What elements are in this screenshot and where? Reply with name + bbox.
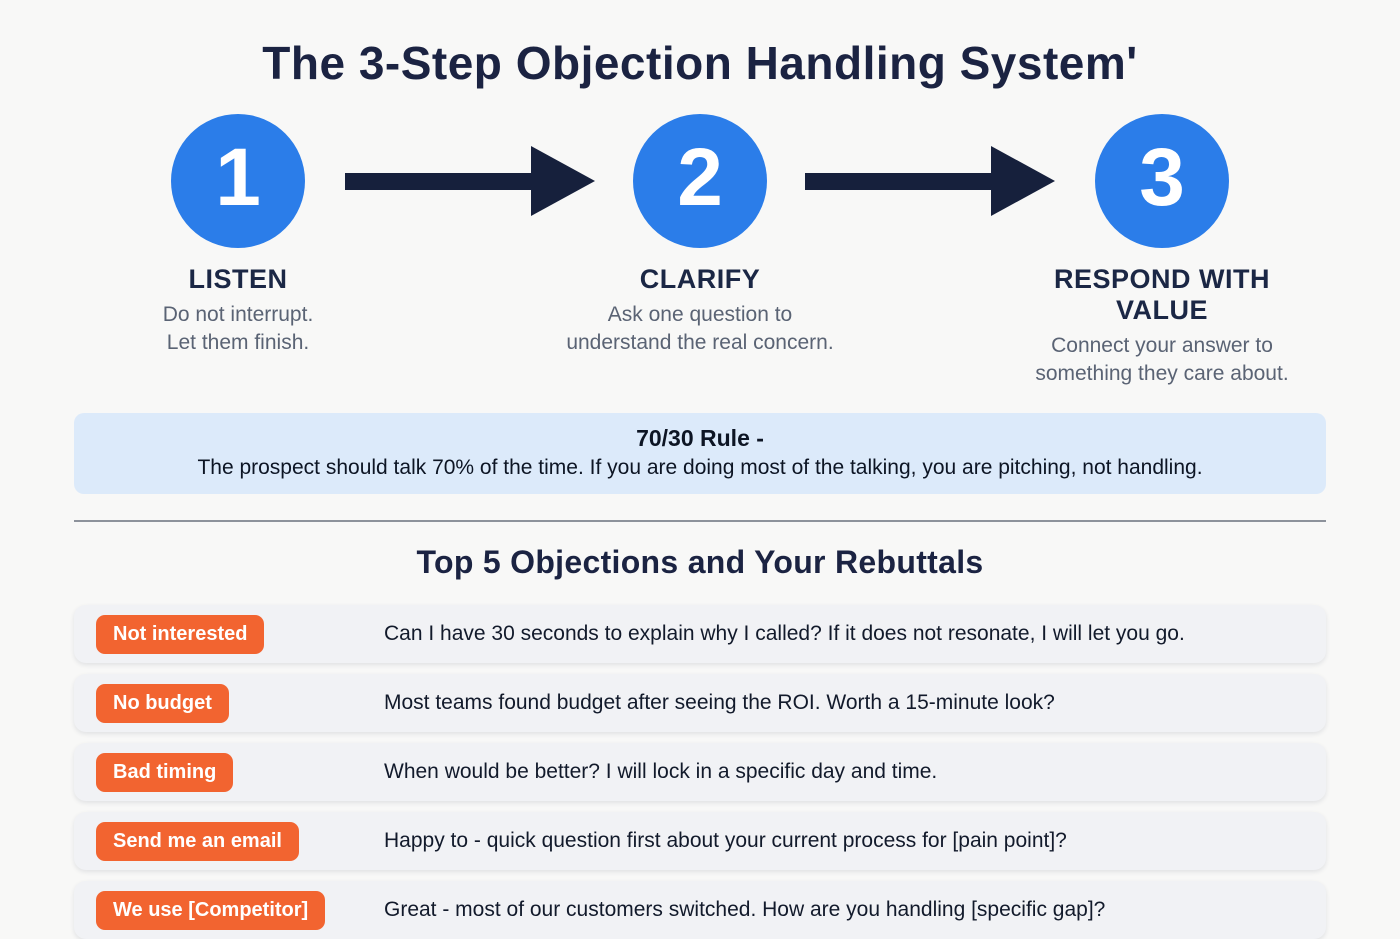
objection-badge-cell: Bad timing (96, 752, 384, 792)
rebuttal-text: Great - most of our customers switched. … (384, 898, 1106, 922)
objection-badge-cell: No budget (96, 683, 384, 723)
rebuttal-text: Happy to - quick question first about yo… (384, 829, 1067, 853)
rebuttal-text: When would be better? I will lock in a s… (384, 760, 938, 784)
objection-badge: Not interested (96, 614, 265, 654)
objection-badge: We use [Competitor] (96, 890, 326, 930)
step-2-circle: 2 (633, 114, 767, 248)
step-3-circle: 3 (1095, 114, 1229, 248)
rule-callout-box: 70/30 Rule - The prospect should talk 70… (74, 413, 1326, 495)
rebuttals-heading: Top 5 Objections and Your Rebuttals (416, 544, 984, 581)
rebuttal-row-competitor: We use [Competitor] Great - most of our … (74, 881, 1326, 939)
step-1-circle: 1 (171, 114, 305, 248)
step-respond: 3 RESPOND WITH VALUE Connect your answer… (1007, 114, 1317, 387)
rebuttal-list: Not interested Can I have 30 seconds to … (74, 605, 1326, 939)
step-listen: 1 LISTEN Do not interrupt. Let them fini… (83, 114, 393, 387)
objection-badge: Send me an email (96, 821, 299, 861)
step-1-label: LISTEN (188, 264, 288, 294)
objection-badge-cell: Not interested (96, 614, 384, 654)
objection-badge-cell: Send me an email (96, 821, 384, 861)
rule-text: The prospect should talk 70% of the time… (197, 456, 1203, 480)
objection-badge: No budget (96, 683, 229, 723)
step-3-description: Connect your answer to something they ca… (1035, 334, 1289, 385)
rebuttal-row-not-interested: Not interested Can I have 30 seconds to … (74, 605, 1326, 664)
rule-title: 70/30 Rule - (636, 425, 764, 452)
arrow-right-icon (805, 146, 1055, 216)
rebuttal-text: Most teams found budget after seeing the… (384, 691, 1055, 715)
step-2-number: 2 (677, 132, 723, 223)
arrow-right-icon (345, 146, 595, 216)
rebuttal-row-no-budget: No budget Most teams found budget after … (74, 674, 1326, 733)
objection-badge-cell: We use [Competitor] (96, 890, 384, 930)
rebuttal-row-send-email: Send me an email Happy to - quick questi… (74, 812, 1326, 871)
step-1-description: Do not interrupt. Let them finish. (162, 303, 314, 354)
rebuttal-row-bad-timing: Bad timing When would be better? I will … (74, 743, 1326, 802)
step-clarify: 2 CLARIFY Ask one question to understand… (545, 114, 855, 387)
step-3-number: 3 (1139, 132, 1185, 223)
step-3-label: RESPOND WITH VALUE (1053, 264, 1270, 325)
section-divider (74, 520, 1326, 523)
step-2-label: CLARIFY (639, 264, 761, 294)
objection-badge: Bad timing (96, 752, 234, 792)
step-2-description: Ask one question to understand the real … (566, 303, 834, 354)
step-1-number: 1 (215, 132, 261, 223)
rebuttal-text: Can I have 30 seconds to explain why I c… (384, 622, 1185, 646)
page-title: The 3-Step Objection Handling System' (262, 37, 1138, 89)
steps-flow: 1 LISTEN Do not interrupt. Let them fini… (0, 114, 1400, 387)
